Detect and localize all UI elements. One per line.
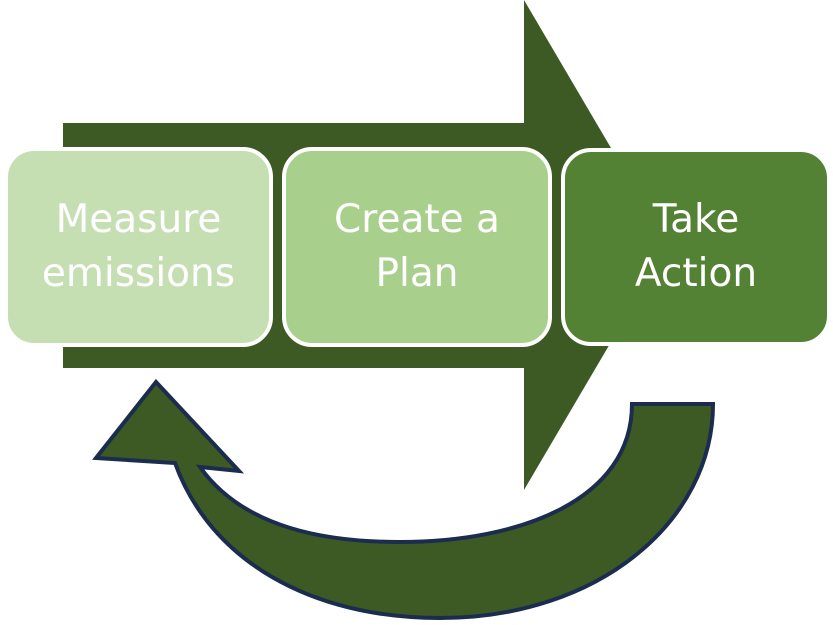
step-label: Take Action [634,197,758,296]
step-measure-emissions: Measure emissions [4,147,273,347]
step-label: Measure emissions [41,197,236,296]
step-label: Create a Plan [334,197,500,296]
step-create-a-plan: Create a Plan [282,147,552,347]
step-take-action: Take Action [561,148,831,346]
cycle-return-arrow [92,378,716,621]
